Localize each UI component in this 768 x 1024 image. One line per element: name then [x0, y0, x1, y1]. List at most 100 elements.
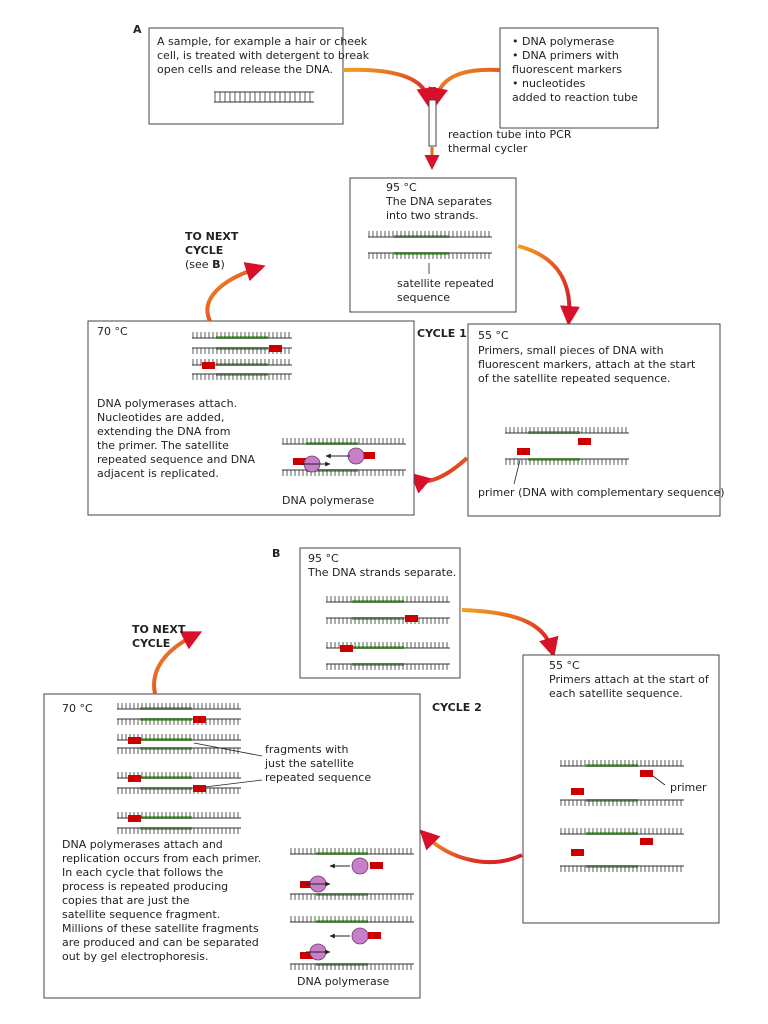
dna-ticks [326, 664, 448, 670]
satellite-label: satellite repeated [397, 277, 494, 290]
dna-ticks [290, 894, 412, 900]
separated-strands-b [326, 596, 450, 670]
primer-marker [300, 952, 313, 959]
polymerase-icon [351, 927, 369, 945]
tube-label-line-1: reaction tube into PCR [448, 128, 572, 141]
extend-box-a: 70 °C DNA polymerases attach. Nucleotide… [87, 320, 415, 516]
next-cycle-a: TO NEXT [185, 230, 239, 243]
svg-text:• nucleotides: • nucleotides [512, 77, 586, 90]
svg-text:Primers attach at the start of: Primers attach at the start of [549, 673, 710, 686]
polymerase-strands [282, 438, 406, 476]
svg-text:cell, is treated with detergen: cell, is treated with detergent to break [157, 49, 370, 62]
primer-marker [293, 458, 306, 465]
svg-text:fluorescent markers: fluorescent markers [512, 63, 622, 76]
svg-text:extending the DNA from: extending the DNA from [97, 425, 231, 438]
svg-text:• DNA primers with: • DNA primers with [512, 49, 619, 62]
svg-text:Primers, small pieces of DNA w: Primers, small pieces of DNA with [478, 344, 664, 357]
svg-text:Millions of these satellite fr: Millions of these satellite fragments [62, 922, 259, 935]
primer-marker [128, 815, 141, 822]
dna-ticks [560, 866, 682, 872]
svg-text:copies that are just the: copies that are just the [62, 894, 190, 907]
denature-box-a: 95 °C The DNA separates into two strands… [349, 177, 517, 313]
svg-text:added to reaction tube: added to reaction tube [512, 91, 638, 104]
primer-marker [202, 362, 215, 369]
dna-ticks [290, 964, 412, 970]
polymerase-icon [351, 857, 369, 875]
svg-text:• DNA polymerase: • DNA polymerase [512, 35, 614, 48]
reagents-box: • DNA polymerase • DNA primers with fluo… [499, 27, 659, 129]
svg-text:into two strands.: into two strands. [386, 209, 479, 222]
dna-ticks [560, 828, 682, 834]
primer-label-b: primer [670, 781, 707, 794]
dna-ticks [560, 800, 682, 806]
denature-temp-b: 95 °C [308, 552, 339, 565]
polymerase-icon [347, 447, 365, 465]
svg-text:A sample, for example a hair o: A sample, for example a hair or cheek [157, 35, 368, 48]
reagents-to-tube-arrow [428, 67, 501, 108]
svg-text:The DNA strands separate.: The DNA strands separate. [307, 566, 456, 579]
svg-text:out by gel electrophoresis.: out by gel electrophoresis. [62, 950, 209, 963]
denature-temp-a: 95 °C [386, 181, 417, 194]
dna-ticks [368, 231, 490, 237]
svg-text:sequence: sequence [397, 291, 450, 304]
svg-text:Nucleotides are added,: Nucleotides are added, [97, 411, 224, 424]
svg-text:fluorescent markers, attach at: fluorescent markers, attach at the start [478, 358, 696, 371]
dna-ticks [505, 427, 627, 433]
primer-marker [128, 775, 141, 782]
reaction-tube-icon [424, 99, 440, 170]
primer-marker [405, 615, 418, 622]
anneal-box-b: 55 °C Primers attach at the start of eac… [522, 654, 720, 924]
primer-marker [640, 838, 653, 845]
dna-ticks [192, 332, 290, 338]
extend-temp-b: 70 °C [62, 702, 93, 715]
primer-marker [193, 785, 206, 792]
dna-ticks [117, 703, 239, 709]
primer-note: primer (DNA with complementary sequence) [478, 486, 725, 499]
polymerase-label-b: DNA polymerase [297, 975, 389, 988]
dna-ticks [560, 760, 682, 766]
dna-ticks [117, 748, 239, 754]
primer-marker [370, 862, 383, 869]
primer-marker [362, 452, 375, 459]
primer-marker [128, 737, 141, 744]
svg-text:just the satellite: just the satellite [264, 757, 354, 770]
anneal-to-extend-arrow-a [410, 456, 469, 494]
svg-text:process is repeated producing: process is repeated producing [62, 880, 228, 893]
dna-ticks [368, 253, 490, 259]
dna-ticks [282, 470, 404, 476]
next-cycle-arrow-a [205, 262, 266, 322]
svg-text:are produced and can be separa: are produced and can be separated [62, 936, 259, 949]
dna-ticks [290, 848, 412, 854]
svg-text:the primer. The satellite: the primer. The satellite [97, 439, 229, 452]
anneal-temp-b: 55 °C [549, 659, 580, 672]
svg-text:replication occurs from each p: replication occurs from each primer. [62, 852, 261, 865]
dna-ticks [117, 828, 239, 834]
dna-ticks [326, 596, 448, 602]
primed-strands [505, 427, 629, 465]
next-cycle-b: TO NEXT [132, 623, 186, 636]
replicated-strands [192, 332, 292, 380]
dna-ticks [282, 438, 404, 444]
svg-text:CYCLE: CYCLE [132, 637, 170, 650]
primer-marker [640, 770, 653, 777]
denature-to-anneal-arrow-b [461, 608, 559, 658]
svg-text:each satellite sequence.: each satellite sequence. [549, 687, 683, 700]
anneal-temp-a: 55 °C [478, 329, 509, 342]
svg-text:of the satellite repeated sequ: of the satellite repeated sequence. [478, 372, 671, 385]
primer-marker [368, 932, 381, 939]
svg-text:adjacent is replicated.: adjacent is replicated. [97, 467, 219, 480]
sample-box: A sample, for example a hair or cheek ce… [148, 27, 370, 125]
extend-box-b: 70 °C fragments with just the satellite … [43, 693, 421, 999]
svg-text:satellite sequence fragment.: satellite sequence fragment. [62, 908, 220, 921]
primed-strands-b [560, 760, 684, 872]
anneal-to-extend-arrow-b [419, 829, 523, 864]
see-b-note: (see B) [185, 258, 225, 271]
next-cycle-arrow-b [152, 631, 203, 695]
section-b-label: B [272, 547, 280, 560]
primer-marker [340, 645, 353, 652]
sample-dna-ladder [214, 91, 314, 103]
svg-text:The DNA separates: The DNA separates [385, 195, 492, 208]
primer-marker [571, 788, 584, 795]
fragments-label: fragments with [265, 743, 348, 756]
